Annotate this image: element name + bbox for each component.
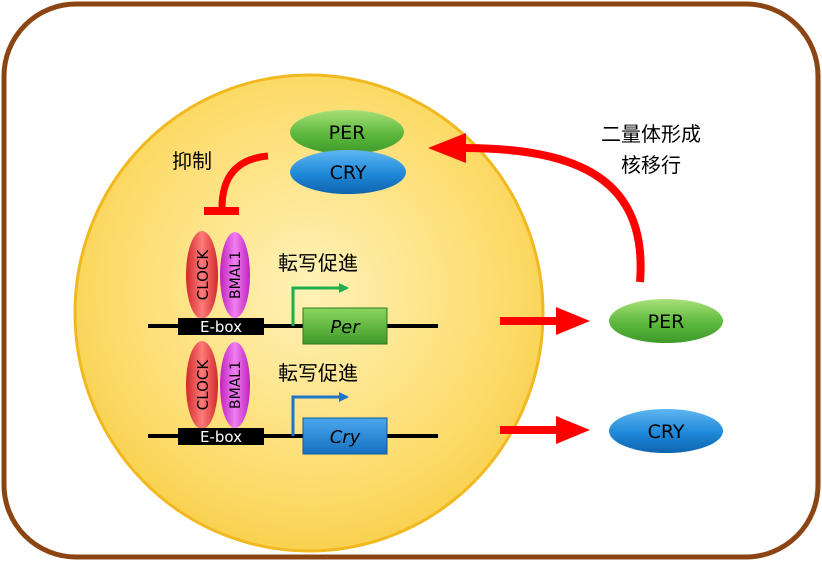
per-promote-label: 転写促進 xyxy=(278,251,358,275)
per-ebox xyxy=(178,318,264,335)
translocation-arrow-icon xyxy=(461,144,645,283)
per-bmal1-factor xyxy=(220,232,250,318)
cry-promote-label: 転写促進 xyxy=(278,361,358,385)
cytoplasm-per-protein xyxy=(609,299,723,343)
cytoplasm-per-label: PER xyxy=(648,311,685,333)
per-ebox-label: E-box xyxy=(200,318,242,336)
nuclear-cry-label: CRY xyxy=(330,162,367,184)
per-bmal1-label: BMAL1 xyxy=(228,251,244,299)
nuclear-cry-protein xyxy=(290,150,406,194)
per-gene-label: Per xyxy=(330,317,361,338)
per-clock-label: CLOCK xyxy=(194,249,212,301)
per-export-arrowhead-icon xyxy=(556,307,590,335)
cry-bmal1-label: BMAL1 xyxy=(228,361,244,409)
dimer-label-line1: 二量体形成 xyxy=(601,122,701,146)
cry-ebox-label: E-box xyxy=(200,428,242,446)
cry-clock-factor xyxy=(186,341,218,429)
nuclear-per-label: PER xyxy=(329,122,366,144)
cry-clock-label: CLOCK xyxy=(194,359,212,411)
cry-bmal1-factor xyxy=(220,342,250,428)
inhibit-label: 抑制 xyxy=(172,149,212,173)
translocation-arrowhead-icon xyxy=(428,133,466,163)
inhibition-arrow-icon xyxy=(218,152,269,209)
per-transcription-arrow-icon xyxy=(291,283,349,326)
dimer-label-line2: 核移行 xyxy=(621,153,681,177)
cry-export-arrowhead-icon xyxy=(556,416,590,444)
nuclear-per-protein xyxy=(290,110,404,154)
cry-transcription-arrow-icon xyxy=(291,392,349,436)
cry-gene-box xyxy=(302,417,388,455)
per-gene-box xyxy=(302,307,388,345)
cry-gene-label: Cry xyxy=(330,427,361,448)
cytoplasm-cry-label: CRY xyxy=(648,421,685,443)
per-clock-factor xyxy=(186,231,218,319)
cytoplasm-cry-protein xyxy=(609,409,723,453)
cry-ebox xyxy=(178,428,264,445)
